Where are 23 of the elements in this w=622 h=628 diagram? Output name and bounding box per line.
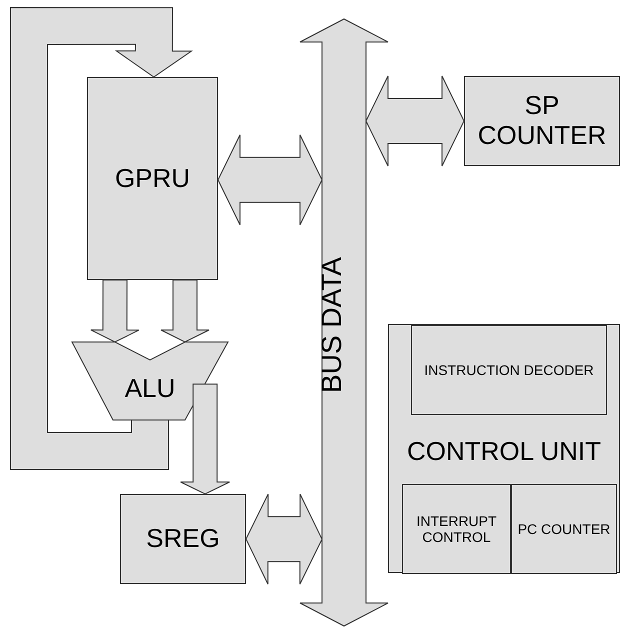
counter-block: [464, 76, 620, 166]
block-arrow: [217, 134, 323, 226]
unit-title: CONTROL UNIT: [406, 437, 602, 467]
block-label: INSTRUCTION DECODER: [424, 362, 594, 378]
counter-block: [511, 484, 617, 574]
block-arrow: [365, 76, 465, 166]
block-label: SP COUNTER: [476, 91, 608, 151]
bus-label: BUS DATA: [316, 257, 348, 393]
block-arrow: [90, 280, 140, 343]
decoder-block: [411, 325, 607, 415]
block-label: GPRU: [114, 164, 190, 194]
block-label: PC COUNTER: [518, 520, 610, 538]
block-label: ALU: [124, 374, 176, 404]
control-unit-block: [388, 324, 620, 573]
block-arrow: [245, 494, 323, 585]
block-arrow: [180, 384, 230, 495]
register-block: [87, 77, 218, 280]
block-label: SREG: [146, 524, 220, 554]
block-arrow: [10, 7, 193, 470]
register-block: [120, 494, 246, 584]
control-block: [402, 484, 511, 574]
block-label: INTERRUPT CONTROL: [415, 512, 498, 546]
block-arrow: [160, 280, 210, 343]
